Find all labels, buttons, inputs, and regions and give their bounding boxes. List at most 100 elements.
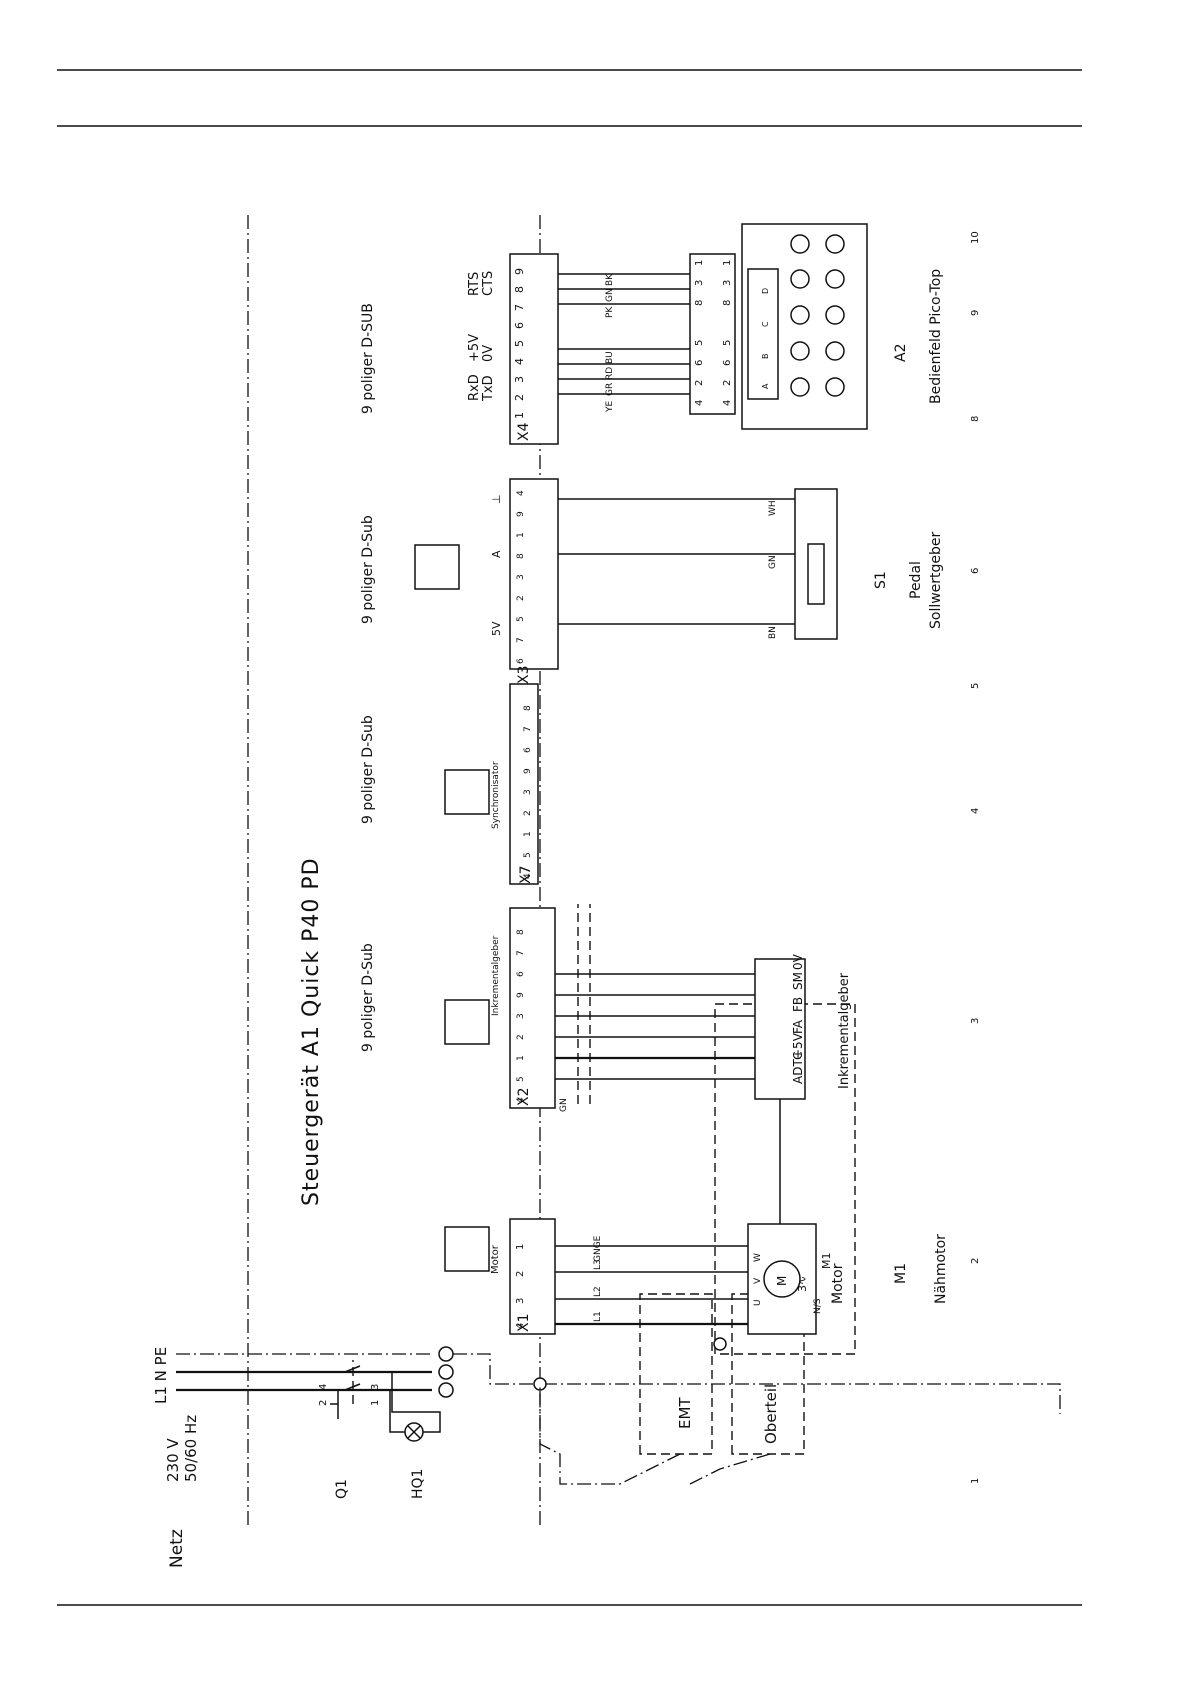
x1-pin-3: 3 xyxy=(515,1298,526,1304)
x1-pin-1: 1 xyxy=(515,1244,526,1250)
pedal-label-gn: GN xyxy=(768,555,778,569)
switch-pin-2: 2 xyxy=(318,1400,329,1406)
panel-key xyxy=(825,305,845,325)
lamp-wiring xyxy=(389,1372,441,1433)
plug-pin: 6 xyxy=(694,360,705,366)
x7-icon xyxy=(444,769,490,815)
x4-sig-rts: RTS xyxy=(467,272,482,296)
x2-pins: 4 5 1 2 3 9 6 7 8 xyxy=(516,929,526,1103)
x7-name: X7 xyxy=(518,866,534,885)
switch-pin-3: 3 xyxy=(370,1384,381,1390)
panel-seg-c: C xyxy=(761,321,770,327)
x2-icon-label: Inkrementalgeber xyxy=(491,935,501,1016)
x4-sig-rxd: RxD xyxy=(467,374,482,401)
x2-icon xyxy=(444,999,490,1045)
motor-term-U: U xyxy=(753,1299,763,1306)
x4-pin: 9 xyxy=(513,268,526,275)
x2-header: 9 poliger D-Sub xyxy=(360,943,376,1052)
x4-signals: RxD TxD +5V 0V RTS CTS xyxy=(467,271,496,402)
col-num: 4 xyxy=(970,808,981,814)
x7-pin: 7 xyxy=(523,726,533,732)
x7-pin: 3 xyxy=(523,789,533,795)
panel-seg-b: B xyxy=(761,354,770,360)
plug-pin: 5 xyxy=(694,340,705,346)
x2-name: X2 xyxy=(516,1088,532,1107)
panel-key xyxy=(790,269,810,289)
x1-label-L3: L3 xyxy=(593,1259,603,1270)
pedal-description: Sollwertgeber xyxy=(928,531,944,629)
plug-pin: 8 xyxy=(694,300,705,306)
motor-ns: N/S xyxy=(813,1298,823,1314)
switch-pin-4: 4 xyxy=(318,1384,329,1390)
panel-key xyxy=(825,269,845,289)
wire-gr: GR xyxy=(605,383,615,396)
x1-block xyxy=(509,1218,556,1335)
enc-sig: FA xyxy=(791,1019,805,1034)
x2-pin: 1 xyxy=(516,1055,526,1061)
column-numbers: 1 2 3 4 5 6 8 9 10 xyxy=(970,231,981,1484)
enc-sig: SM xyxy=(791,972,805,990)
x3-pin: 4 xyxy=(516,490,526,496)
enc-sig: ADTC xyxy=(791,1052,805,1084)
x4-pin: 6 xyxy=(513,322,526,329)
x7-block xyxy=(509,683,539,885)
x7-pins: 4 5 1 2 3 9 6 7 8 xyxy=(523,705,533,879)
terminal-L1 xyxy=(438,1382,454,1398)
x2-pin: 8 xyxy=(516,929,526,935)
x3-pin: 1 xyxy=(516,532,526,538)
wire-bu: BU xyxy=(605,351,615,364)
plug-pin: 6 xyxy=(722,360,733,366)
x1-label-L1: L1 xyxy=(593,1311,603,1322)
x3-name: X3 xyxy=(516,666,532,685)
x4-pin: 4 xyxy=(513,358,526,365)
x1-pin-2: 2 xyxy=(515,1271,526,1277)
mains-frequency: 50/60 Hz xyxy=(182,1415,200,1482)
motor-symbol xyxy=(763,1260,801,1298)
plug-pin: 2 xyxy=(694,380,705,386)
pe-bus xyxy=(453,1353,1061,1414)
emt-ground xyxy=(539,1384,681,1485)
enc-sig: +5V xyxy=(791,1032,805,1059)
x1-pin-4: 4 xyxy=(515,1323,526,1329)
col-num: 1 xyxy=(970,1478,981,1484)
col-num: 8 xyxy=(970,416,981,422)
oberteil-ground xyxy=(689,1453,771,1485)
motor-term-W: W xyxy=(753,1253,763,1262)
x3-header: 9 poliger D-Sub xyxy=(360,515,376,624)
x3-pins: 6 7 5 2 3 8 1 9 4 xyxy=(516,490,526,664)
x3-sig-a: A xyxy=(490,550,503,558)
motor-symbol-text: M xyxy=(775,1276,789,1286)
x4-pin: 2 xyxy=(513,394,526,401)
x1-header: Motor xyxy=(490,1244,501,1274)
x3-icon xyxy=(414,544,460,590)
x3-sig-gnd: ⊥ xyxy=(490,494,503,504)
x3-sig-5v: 5V xyxy=(490,621,503,636)
x4-pin: 1 xyxy=(513,412,526,419)
x3-pin: 2 xyxy=(516,595,526,601)
motor-label: Motor xyxy=(830,1263,846,1304)
x7-pin: 8 xyxy=(523,705,533,711)
pe-node xyxy=(533,1377,547,1391)
motor-id: M1 xyxy=(820,1253,833,1270)
panel-key xyxy=(790,341,810,361)
x1-icon xyxy=(444,1226,490,1272)
panel-keys xyxy=(790,234,845,397)
pedal-label-bn: BN xyxy=(768,626,778,639)
panel-id: A2 xyxy=(893,344,909,362)
x4-pin: 8 xyxy=(513,286,526,293)
panel-key xyxy=(790,377,810,397)
motor-term-V: V xyxy=(753,1277,763,1284)
x2-pin: 5 xyxy=(516,1076,526,1082)
x3-pin: 5 xyxy=(516,616,526,622)
wire-pk: PK xyxy=(605,306,615,318)
panel-key xyxy=(825,341,845,361)
x7-header: 9 poliger D-Sub xyxy=(360,715,376,824)
x7-pin: 5 xyxy=(523,852,533,858)
mains-voltage: 230 V xyxy=(164,1438,182,1482)
plug-pin: 4 xyxy=(694,400,705,406)
x7-pin: 6 xyxy=(523,747,533,753)
x2-pin: 2 xyxy=(516,1034,526,1040)
x2-shield xyxy=(577,904,591,1104)
